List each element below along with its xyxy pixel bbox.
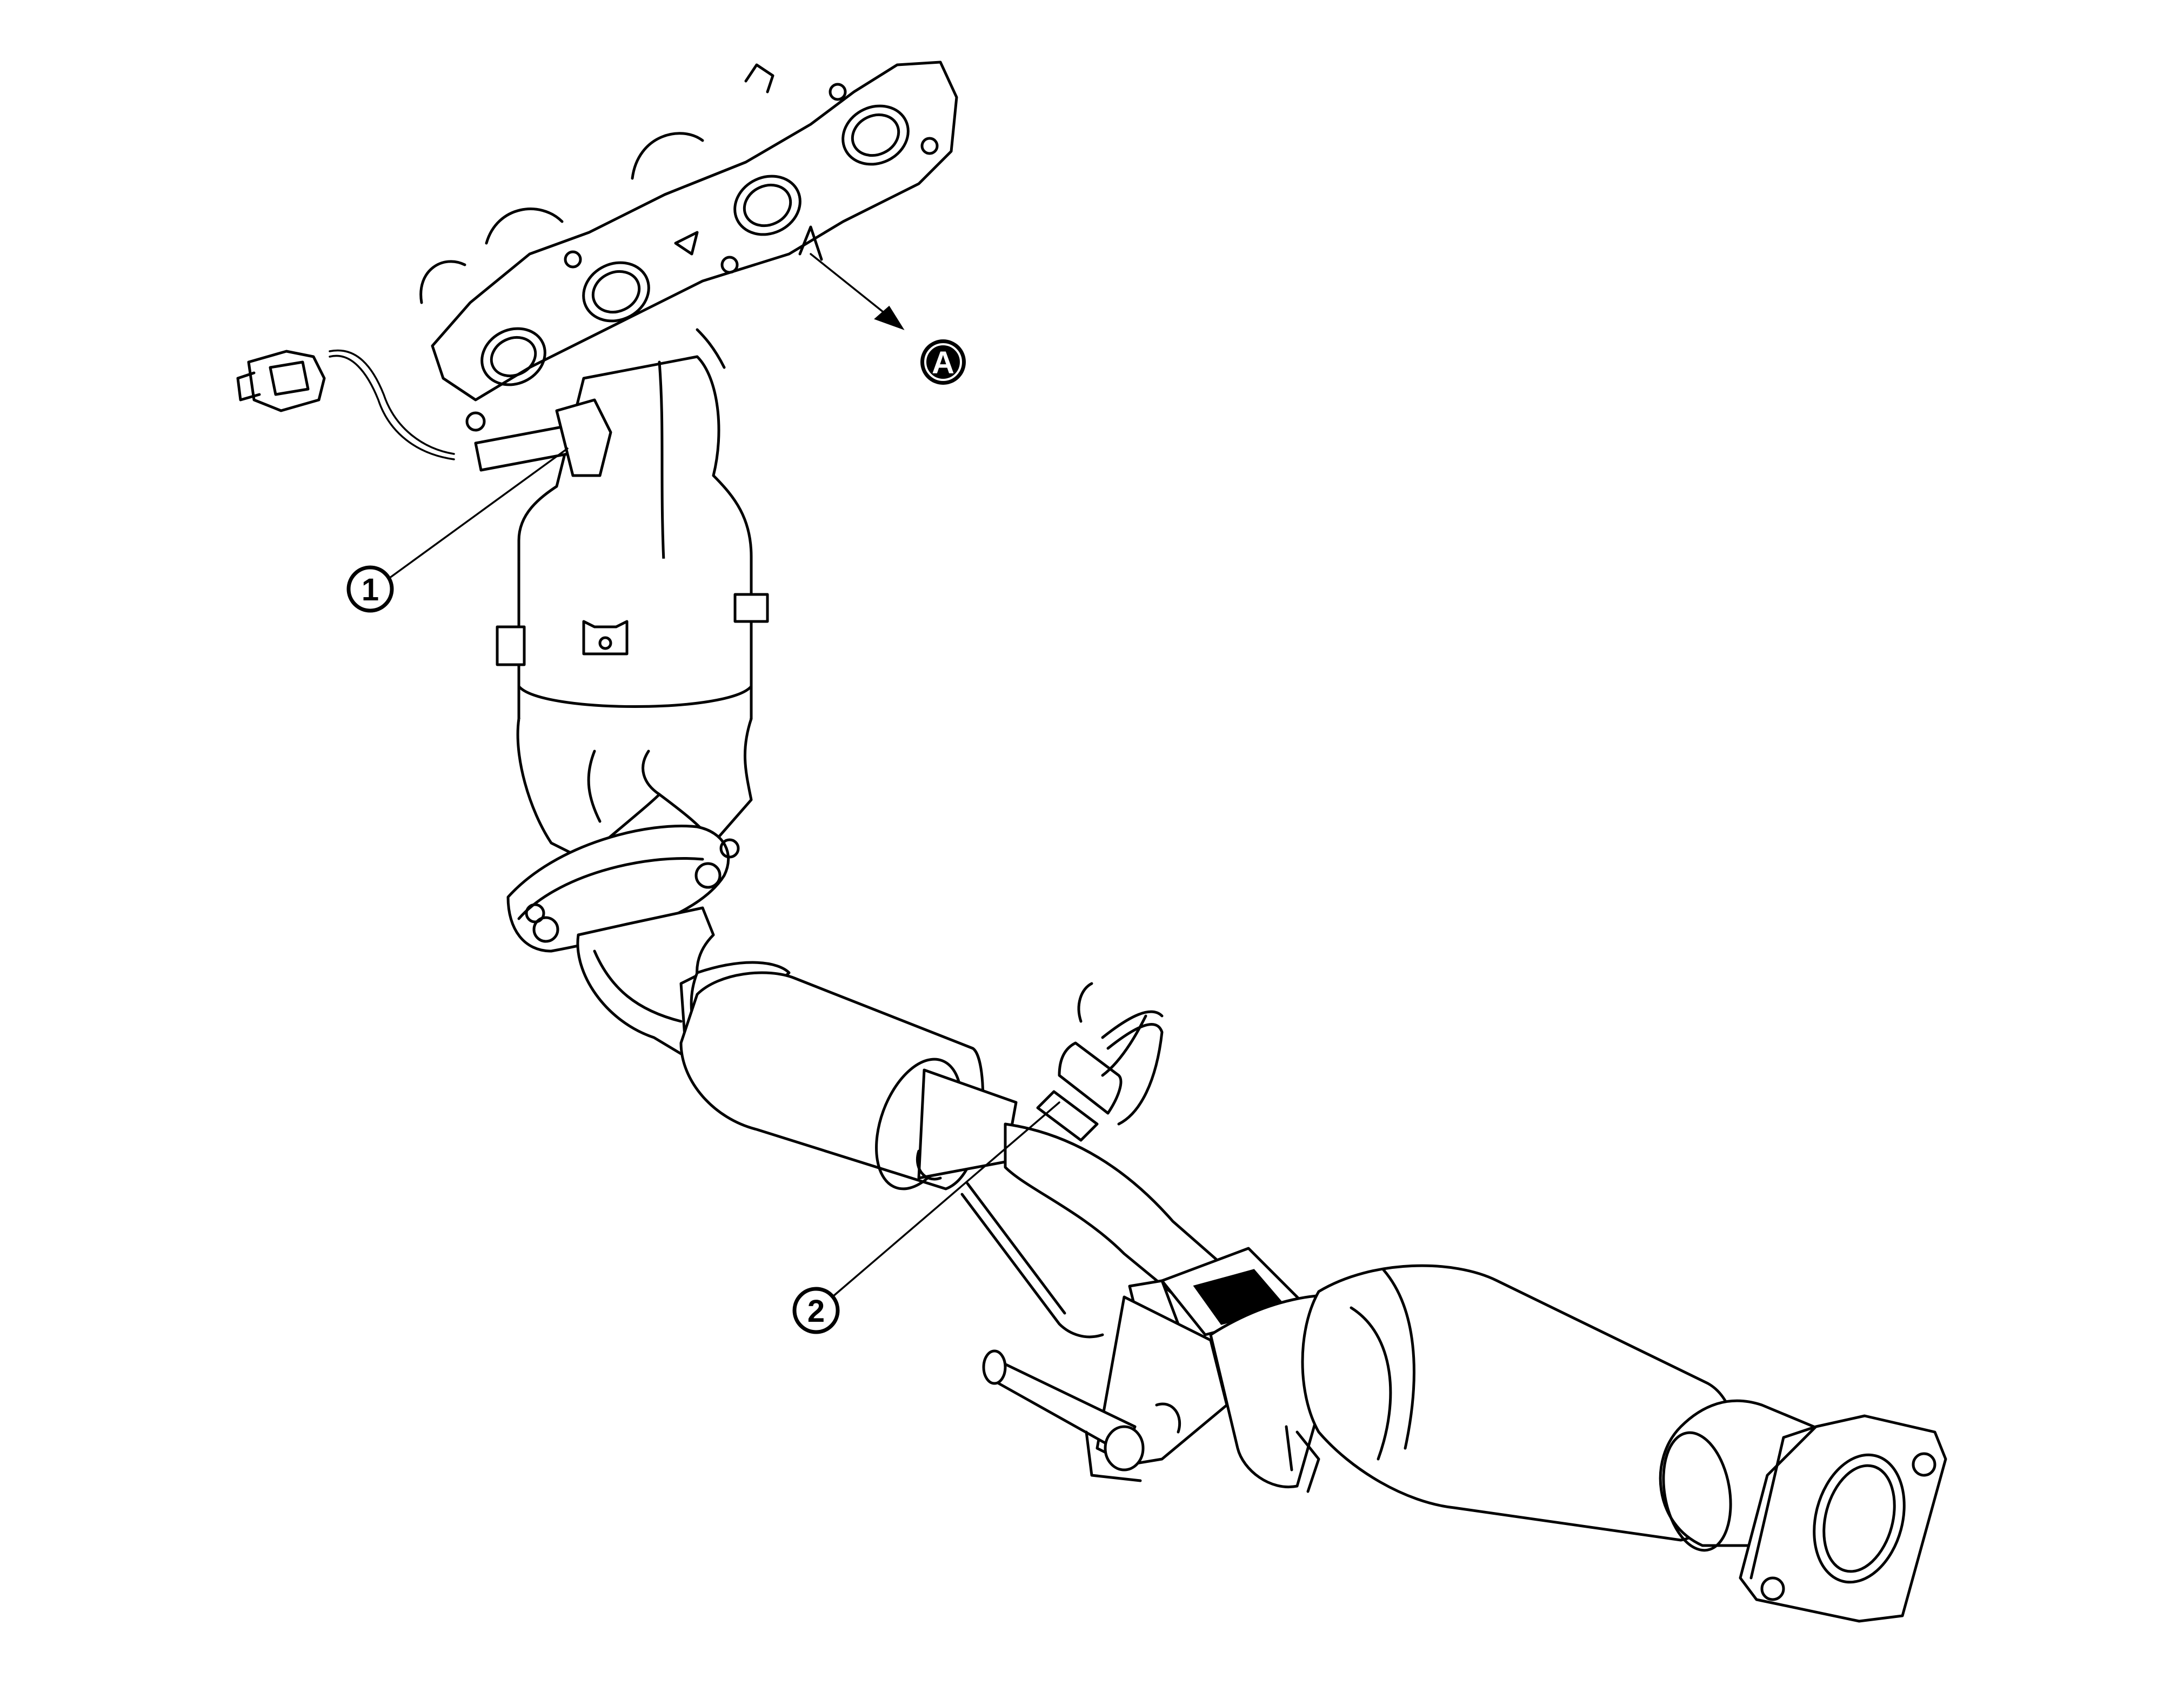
center-pipe: [960, 1122, 1310, 1482]
svg-text:2: 2: [807, 1294, 825, 1329]
front-oxygen-sensor: [236, 349, 612, 477]
svg-text:1: 1: [362, 572, 379, 607]
front-pipe-flange: [506, 825, 740, 953]
leader-line-1: [388, 447, 569, 579]
callout-a: A: [920, 339, 966, 385]
exhaust-manifold: [419, 61, 958, 432]
callout-2: 2: [792, 1287, 840, 1334]
leader-line-2: [831, 1101, 1060, 1298]
callout-1: 1: [346, 565, 394, 613]
main-catalyst: [1209, 1264, 1947, 1623]
center-catalyst: [679, 971, 1018, 1190]
leader-line-a: [810, 253, 893, 320]
leader-arrowhead-a: [874, 305, 905, 330]
rear-oxygen-sensor: [1036, 982, 1164, 1142]
svg-text:A: A: [932, 345, 954, 380]
